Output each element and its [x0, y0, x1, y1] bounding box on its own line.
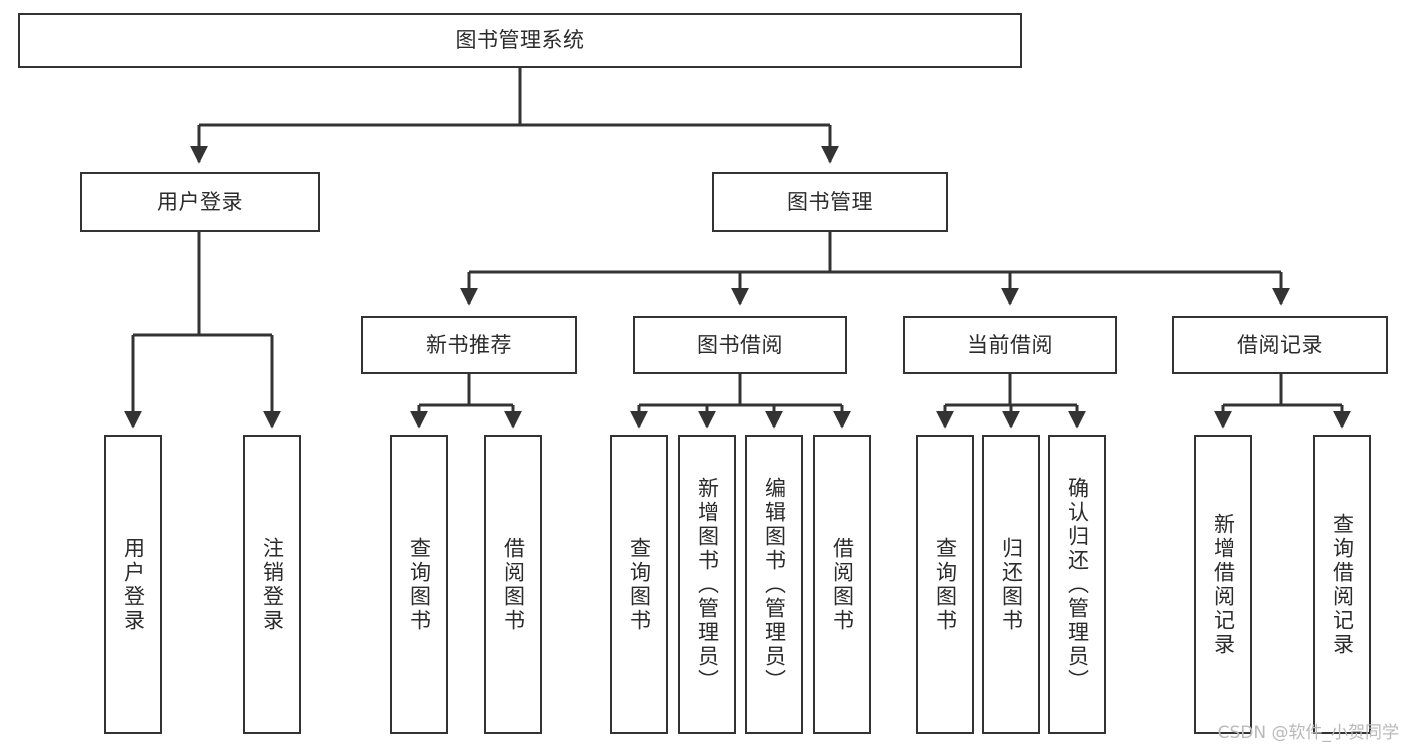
- node-book-manage[interactable]: 图书管理: [712, 172, 948, 232]
- node-borrow-record-label: 借阅记录: [1237, 332, 1323, 357]
- leaf-book-borrow-3[interactable]: 编辑图书（管理员）: [745, 435, 803, 734]
- node-current-borrow[interactable]: 当前借阅: [903, 316, 1117, 374]
- leaf-current-borrow-3[interactable]: 确认归还（管理员）: [1048, 435, 1106, 734]
- watermark-text: CSDN @软件_小贺同学: [1217, 723, 1399, 743]
- node-book-manage-label: 图书管理: [787, 189, 873, 214]
- leaf-borrow-record-1[interactable]: 新增借阅记录: [1194, 435, 1252, 734]
- leaf-current-borrow-2[interactable]: 归还图书: [982, 435, 1040, 734]
- leaf-current-borrow-2-label: 归还图书: [999, 536, 1024, 633]
- node-book-borrow[interactable]: 图书借阅: [633, 316, 847, 374]
- leaf-user-login-1-label: 用户登录: [121, 536, 146, 633]
- leaf-book-borrow-1-label: 查询图书: [627, 536, 652, 633]
- node-root-label: 图书管理系统: [455, 28, 585, 53]
- node-user-login[interactable]: 用户登录: [80, 172, 320, 232]
- leaf-current-borrow-1[interactable]: 查询图书: [916, 435, 974, 734]
- leaf-new-book-1[interactable]: 查询图书: [390, 435, 448, 734]
- node-new-book-recommend[interactable]: 新书推荐: [361, 316, 577, 374]
- node-current-borrow-label: 当前借阅: [967, 332, 1053, 357]
- leaf-current-borrow-1-label: 查询图书: [933, 536, 958, 633]
- leaf-new-book-2[interactable]: 借阅图书: [484, 435, 542, 734]
- leaf-book-borrow-3-label: 编辑图书（管理员）: [762, 476, 787, 693]
- leaf-current-borrow-3-label: 确认归还（管理员）: [1065, 476, 1090, 693]
- leaf-new-book-1-label: 查询图书: [407, 536, 432, 633]
- node-book-borrow-label: 图书借阅: [697, 332, 783, 357]
- leaf-new-book-2-label: 借阅图书: [501, 536, 526, 633]
- leaf-book-borrow-2-label: 新增图书（管理员）: [695, 476, 720, 693]
- node-borrow-record[interactable]: 借阅记录: [1172, 316, 1388, 374]
- leaf-user-login-2-label: 注销登录: [260, 536, 285, 633]
- leaf-book-borrow-2[interactable]: 新增图书（管理员）: [678, 435, 736, 734]
- node-root[interactable]: 图书管理系统: [18, 13, 1022, 68]
- leaf-user-login-1[interactable]: 用户登录: [104, 435, 162, 734]
- leaf-user-login-2[interactable]: 注销登录: [243, 435, 301, 734]
- node-user-login-label: 用户登录: [157, 189, 243, 214]
- leaf-borrow-record-1-label: 新增借阅记录: [1211, 512, 1236, 657]
- leaf-book-borrow-4[interactable]: 借阅图书: [813, 435, 871, 734]
- leaf-borrow-record-2[interactable]: 查询借阅记录: [1313, 435, 1371, 734]
- leaf-book-borrow-1[interactable]: 查询图书: [610, 435, 668, 734]
- node-new-book-recommend-label: 新书推荐: [426, 332, 512, 357]
- leaf-borrow-record-2-label: 查询借阅记录: [1330, 512, 1355, 657]
- leaf-book-borrow-4-label: 借阅图书: [830, 536, 855, 633]
